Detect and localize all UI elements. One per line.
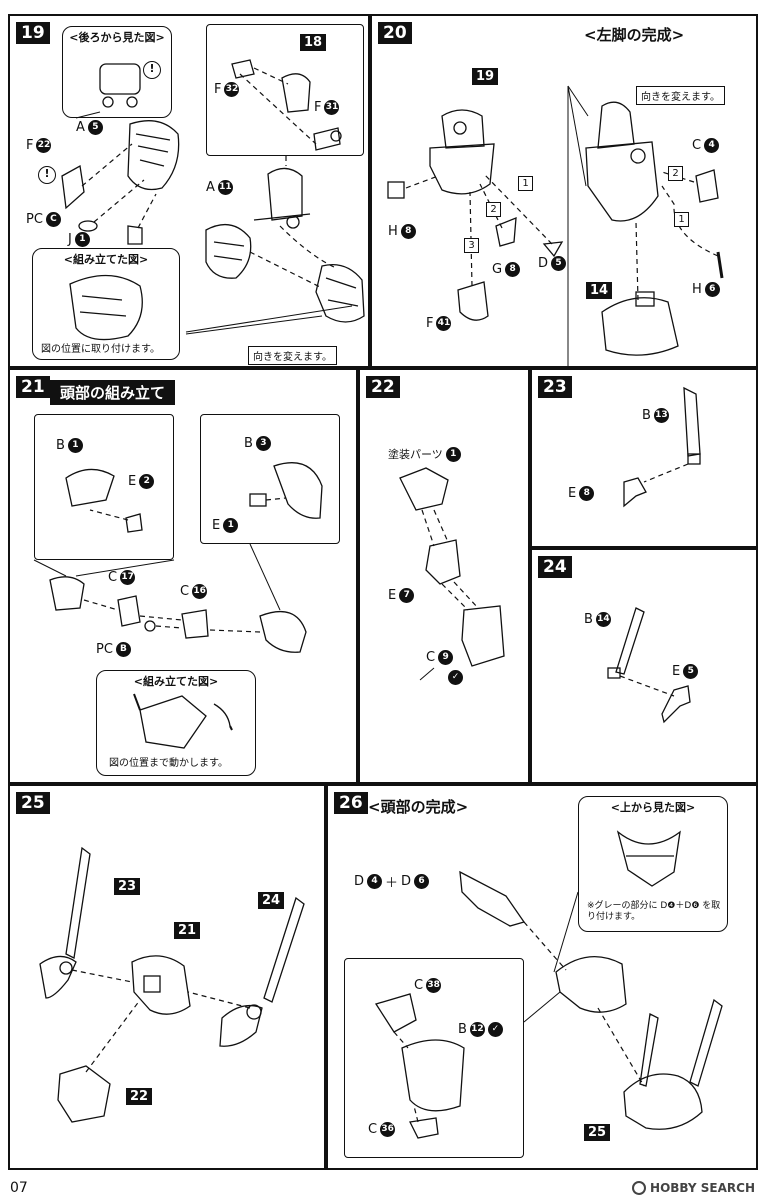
back-view-box: <後ろから見た図> !	[62, 26, 172, 118]
step-19-panel: 19 <後ろから見た図> ! <組み立てた図> 図の位置に取り付けます。	[8, 14, 370, 368]
attention-icon: !	[143, 61, 161, 79]
watermark-text: HOBBY SEARCH	[650, 1181, 755, 1195]
step-23-diagram	[623, 386, 701, 508]
step-title: <頭部の完成>	[368, 798, 469, 816]
cement-icon: ✓	[487, 1022, 503, 1037]
step-21-diagram	[33, 462, 323, 749]
back-view-title: <後ろから見た図>	[69, 31, 165, 44]
top-view-title: <上から見た図>	[610, 801, 696, 814]
assembled-title: <組み立てた図>	[133, 675, 219, 688]
step-20-diagram	[387, 85, 724, 370]
step-19-diagram	[61, 59, 365, 341]
attention-icon: !	[38, 166, 56, 184]
step-title: 頭部の組み立て	[50, 380, 176, 405]
step-25-diagram	[39, 846, 305, 1123]
rotate-caption: 向きを変えます。	[248, 346, 337, 365]
step-25-panel: 25 23 21 24 22	[8, 784, 326, 1170]
step-number: 26	[334, 792, 368, 814]
order-1: 1	[518, 176, 533, 191]
top-view-box: <上から見た図> ※グレーの部分に D❹＋D❻ を取り付けます。	[578, 796, 728, 932]
step-26-diagram	[374, 830, 723, 1139]
step-number: 21	[16, 376, 50, 398]
step-26-panel: 26 <頭部の完成> <上から見た図> ※グレーの部分に D❹＋D❻ を取り付け…	[326, 784, 758, 1170]
part-number-14: 14	[586, 282, 613, 299]
assembled-title: <組み立てた図>	[63, 253, 149, 266]
part-number-24: 24	[258, 892, 285, 909]
top-view-note: ※グレーの部分に D❹＋D❻ を取り付けます。	[587, 901, 721, 922]
part-number-25: 25	[584, 1124, 611, 1141]
cement-icon: ✓	[448, 670, 463, 685]
assembled-caption: 図の位置まで動かします。	[109, 758, 228, 769]
order-1b: 1	[674, 212, 689, 227]
step-22-diagram	[399, 467, 505, 681]
part-number-22: 22	[126, 1088, 153, 1105]
step-20-panel: 20 <左脚の完成>	[370, 14, 758, 370]
step-number: 19	[16, 22, 50, 44]
watermark: HOBBY SEARCH	[632, 1181, 755, 1195]
part-number-18: 18	[300, 34, 327, 51]
order-3: 3	[464, 238, 479, 253]
assembled-box: <組み立てた図> 図の位置に取り付けます。	[32, 248, 180, 360]
part-number-21: 21	[174, 922, 201, 939]
step-title: <左脚の完成>	[584, 26, 685, 44]
order-2: 2	[486, 202, 501, 217]
part-number-19: 19	[472, 68, 499, 85]
step-24-diagram	[607, 607, 691, 724]
hobby-search-logo-icon	[632, 1181, 647, 1195]
rotate-caption: 向きを変えます。	[636, 86, 725, 105]
order-2b: 2	[668, 166, 683, 181]
step-21-panel: 21 頭部の組み立て <組み立てた図> 図の位置まで動かします。	[8, 368, 358, 784]
step-number: 23	[538, 376, 572, 398]
step-number: 24	[538, 556, 572, 578]
part-number-23: 23	[114, 878, 141, 895]
step-number: 22	[366, 376, 400, 398]
assembled-caption: 図の位置に取り付けます。	[41, 344, 160, 355]
step-number: 20	[378, 22, 412, 44]
page-number: 07	[10, 1180, 28, 1196]
step-number: 25	[16, 792, 50, 814]
